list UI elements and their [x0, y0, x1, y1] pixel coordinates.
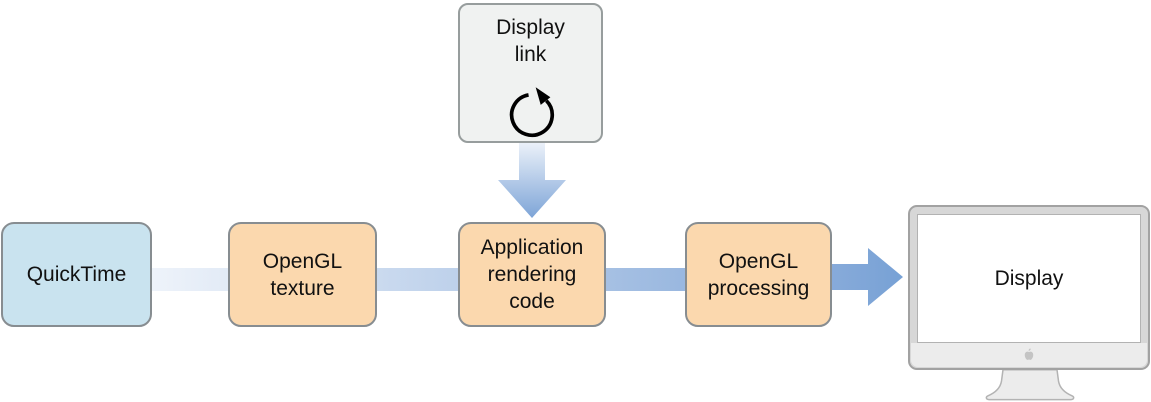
node-application-rendering-code: Application rendering code — [458, 222, 606, 327]
node-label: QuickTime — [26, 263, 127, 286]
node-label: code — [509, 290, 555, 313]
apple-logo-icon — [1024, 348, 1034, 360]
node-label: Display — [496, 16, 565, 39]
node-display-link: Display link — [458, 3, 603, 143]
node-label: Display — [994, 266, 1064, 290]
display-monitor: Display — [908, 205, 1150, 370]
node-label: OpenGL — [262, 249, 343, 273]
node-label: texture — [270, 276, 335, 300]
node-label: Application — [480, 236, 584, 259]
node-opengl-texture: OpenGL texture — [228, 222, 377, 327]
display-link-down-arrow — [498, 141, 566, 218]
node-label: rendering — [487, 263, 577, 286]
rotation-arrow-icon — [509, 87, 555, 138]
monitor-stand — [985, 369, 1075, 401]
node-label: OpenGL — [718, 249, 799, 273]
node-quicktime: QuickTime — [1, 222, 152, 327]
monitor-chin — [911, 343, 1147, 367]
node-label: link — [514, 43, 547, 66]
processing-to-display-arrow — [828, 248, 903, 306]
node-label: processing — [707, 276, 810, 300]
monitor-screen: Display — [917, 214, 1141, 343]
node-opengl-processing: OpenGL processing — [685, 222, 832, 327]
